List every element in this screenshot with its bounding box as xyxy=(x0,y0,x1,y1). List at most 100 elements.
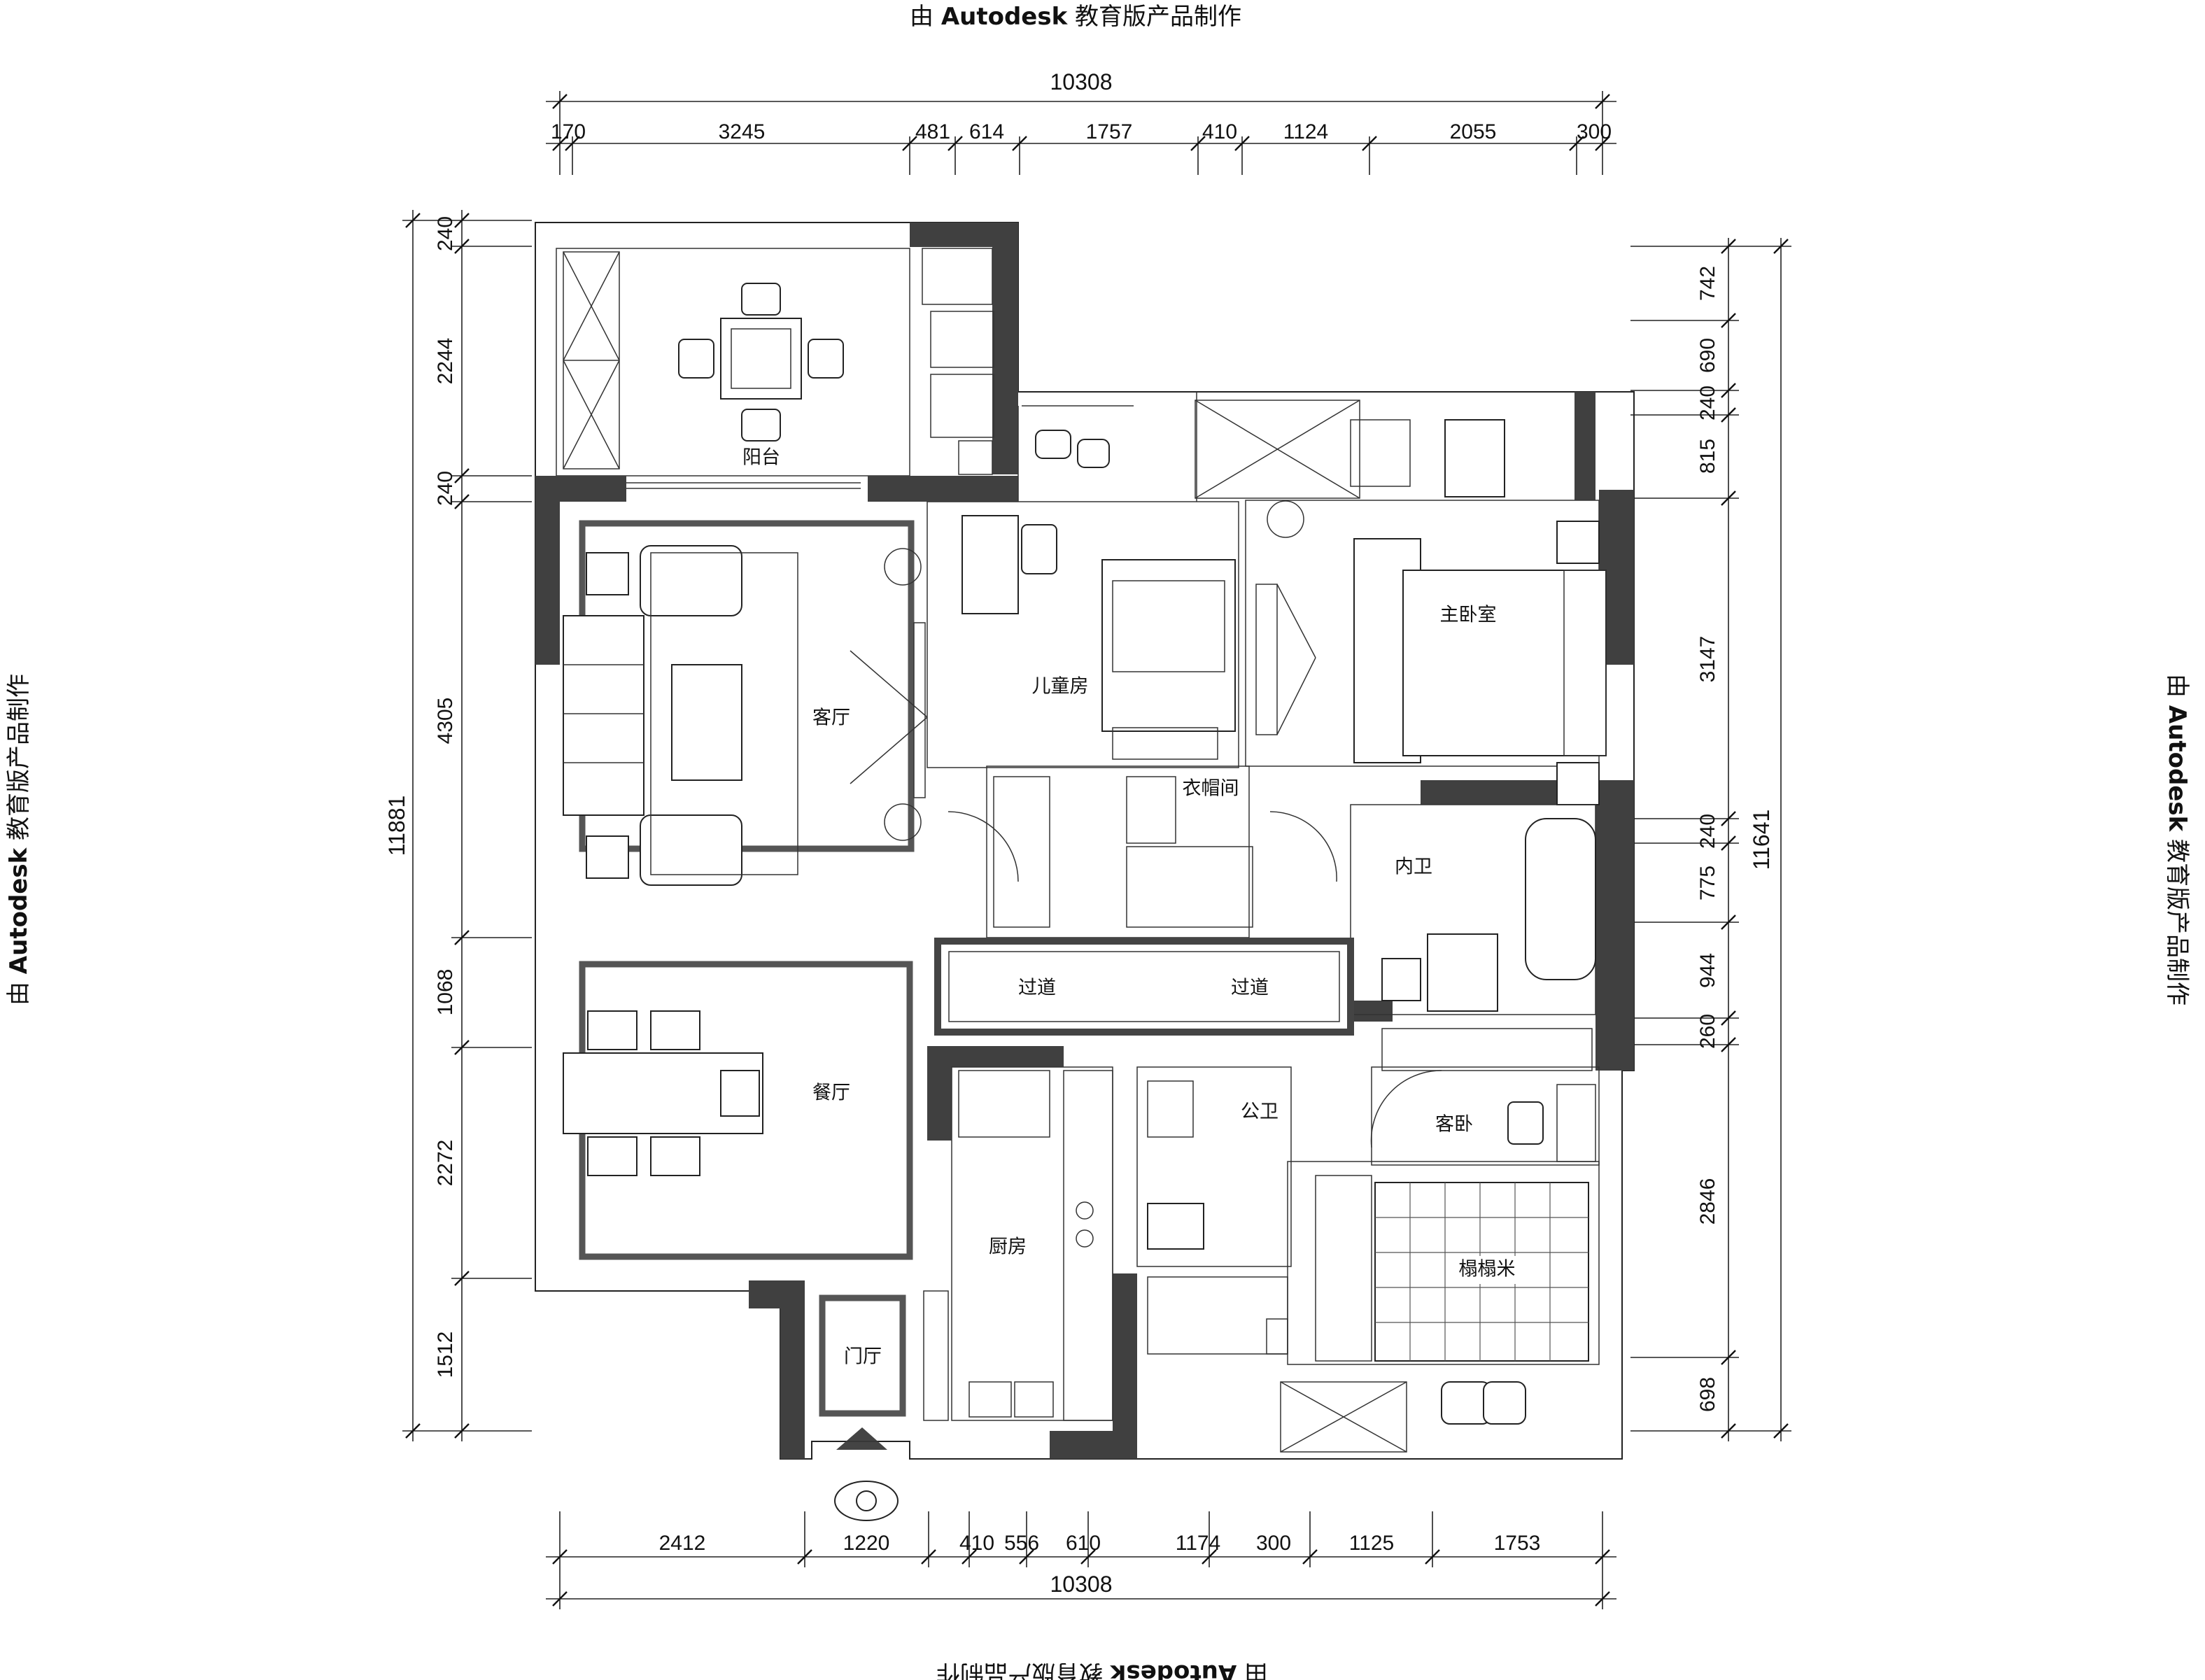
dim-right-seg-10: 698 xyxy=(1696,1377,1719,1412)
room-label-dining-room: 餐厅 xyxy=(812,1082,850,1104)
dim-bottom-seg-7: 1125 xyxy=(1349,1532,1395,1555)
svg-text:由 Autodesk 教育版产品制作: 由 Autodesk 教育版产品制作 xyxy=(5,674,33,1005)
dim-right-seg-8: 260 xyxy=(1696,1014,1719,1049)
dim-bottom-seg-8: 1753 xyxy=(1494,1532,1541,1555)
dim-bottom-seg-1: 1220 xyxy=(843,1532,890,1555)
room-label-balcony: 阳台 xyxy=(742,447,780,469)
dim-right-seg-4: 3147 xyxy=(1696,636,1719,683)
foyer: 门厅 xyxy=(819,1294,906,1521)
dim-left-seg-6: 1512 xyxy=(434,1332,457,1378)
pillow-icon xyxy=(1035,430,1110,468)
dim-right-seg-6: 775 xyxy=(1696,866,1719,901)
dimension-right: 742 690 240 815 3147 240 775 944 260 284… xyxy=(1630,238,1791,1441)
dim-top-seg-1: 3245 xyxy=(719,120,766,143)
watermark-left: 由 Autodesk 教育版产品制作 xyxy=(5,674,33,1005)
dim-bottom-seg-6: 300 xyxy=(1256,1532,1291,1555)
entry-arrow-icon xyxy=(836,1427,887,1450)
watermark-top-prefix: 由 xyxy=(910,3,941,31)
room-label-public-bath: 公卫 xyxy=(1241,1101,1278,1123)
tatami: 榻榻米 xyxy=(1280,1161,1600,1453)
dimension-top: 10308 170 3245 481 614 1757 410 1124 xyxy=(546,69,1616,175)
watermark-bottom-suffix: 教育版产品制作 xyxy=(936,1659,1111,1680)
dim-bottom-seg-2: 410 xyxy=(959,1532,994,1555)
room-label-foyer: 门厅 xyxy=(844,1346,882,1368)
dim-right-seg-2: 240 xyxy=(1696,386,1719,421)
dim-left-seg-4: 1068 xyxy=(434,969,457,1016)
dim-top-seg-4: 1757 xyxy=(1086,120,1133,143)
watermark-right-suffix: 教育版产品制作 xyxy=(2163,831,2191,1005)
dim-left-seg-5: 2272 xyxy=(434,1140,457,1187)
cloakroom: 衣帽间 xyxy=(947,765,1337,938)
dim-bottom-seg-3: 556 xyxy=(1004,1532,1039,1555)
dim-right-seg-7: 944 xyxy=(1696,953,1719,988)
dim-left-seg-0: 240 xyxy=(434,216,457,251)
floor-plan-body: 阳台 xyxy=(535,222,1635,1521)
ensuite-bath: 内卫 xyxy=(1350,804,1596,1071)
living-room: 客厅 xyxy=(563,500,1304,886)
dim-bottom-seg-4: 610 xyxy=(1066,1532,1101,1555)
watermark-top-suffix: 教育版产品制作 xyxy=(1067,3,1241,31)
watermark-left-brand: Autodesk xyxy=(5,847,33,974)
dim-top-total: 10308 xyxy=(1050,69,1113,94)
public-bath: 公卫 xyxy=(1136,1066,1292,1355)
svg-text:由 Autodesk 教育版产品制作: 由 Autodesk 教育版产品制作 xyxy=(2163,674,2191,1005)
dim-right-total: 11641 xyxy=(1749,810,1774,870)
dim-bottom-seg-5: 1174 xyxy=(1176,1532,1221,1555)
master-bedroom: 主卧室 xyxy=(1245,419,1607,805)
room-label-master-bedroom: 主卧室 xyxy=(1440,605,1497,626)
dim-right-seg-0: 742 xyxy=(1696,266,1719,301)
kids-room: 儿童房 xyxy=(927,392,1360,768)
watermark-right: 由 Autodesk 教育版产品制作 xyxy=(2163,674,2191,1005)
kitchen: 厨房 xyxy=(923,1066,1113,1421)
dim-bottom-seg-0: 2412 xyxy=(659,1532,706,1555)
dim-top-seg-2: 481 xyxy=(915,120,950,143)
room-label-tatami: 榻榻米 xyxy=(1459,1259,1516,1280)
person-icon xyxy=(834,1481,899,1521)
dim-top-seg-6: 1124 xyxy=(1283,120,1329,143)
dim-top-seg-8: 300 xyxy=(1577,120,1612,143)
room-label-guest-room: 客卧 xyxy=(1435,1114,1473,1136)
dim-right-seg-1: 690 xyxy=(1696,338,1719,373)
watermark-top-brand: Autodesk xyxy=(941,3,1069,31)
room-label-cloakroom: 衣帽间 xyxy=(1183,778,1239,800)
dimension-left: 240 2244 240 4305 1068 2272 1512 11881 xyxy=(384,210,532,1441)
chair-icon xyxy=(678,283,844,442)
dim-bottom-total: 10308 xyxy=(1050,1572,1113,1597)
watermark-bottom-prefix: 由 xyxy=(1237,1659,1268,1680)
watermark-top: 由 Autodesk 教育版产品制作 xyxy=(910,3,1241,31)
balcony: 阳台 xyxy=(556,223,1018,489)
watermark-bottom-brand: Autodesk xyxy=(1109,1659,1237,1680)
dimension-bottom: 2412 1220 410 556 610 1174 300 1125 1753… xyxy=(546,1511,1616,1609)
watermark-left-prefix: 由 xyxy=(5,974,33,1005)
dim-right-seg-3: 815 xyxy=(1696,439,1719,474)
dim-left-total: 11881 xyxy=(384,796,409,856)
dim-right-seg-9: 2846 xyxy=(1696,1178,1719,1225)
guest-room: 客卧 xyxy=(1370,1066,1600,1166)
dim-right-seg-5: 240 xyxy=(1696,814,1719,849)
dim-top-seg-7: 2055 xyxy=(1450,120,1497,143)
room-label-kids-room: 儿童房 xyxy=(1032,676,1089,698)
dim-left-seg-1: 2244 xyxy=(434,338,457,385)
room-label-ensuite-bath: 内卫 xyxy=(1395,856,1432,878)
room-label-kitchen: 厨房 xyxy=(989,1236,1027,1258)
tree-icon xyxy=(884,500,1304,841)
watermark-bottom: 由 Autodesk 教育版产品制作 xyxy=(936,1659,1268,1680)
watermark-right-prefix: 由 xyxy=(2163,674,2191,705)
dim-top-ticks xyxy=(552,136,1610,175)
corridor: 过道 过道 xyxy=(934,938,1354,1036)
watermark-left-suffix: 教育版产品制作 xyxy=(5,674,33,848)
room-label-living-room: 客厅 xyxy=(812,707,850,729)
dim-top-seg-5: 410 xyxy=(1202,120,1237,143)
dim-left-seg-2: 240 xyxy=(434,471,457,506)
room-label-corridor-1: 过道 xyxy=(1018,977,1056,999)
watermark-right-brand: Autodesk xyxy=(2163,705,2191,833)
dim-left-seg-3: 4305 xyxy=(434,698,457,744)
dim-top-seg-0: 170 xyxy=(551,120,586,143)
svg-text:由 Autodesk 教育版产品制作: 由 Autodesk 教育版产品制作 xyxy=(936,1659,1268,1680)
svg-text:由 Autodesk 教育版产品制作: 由 Autodesk 教育版产品制作 xyxy=(910,3,1241,31)
dining-room: 餐厅 xyxy=(563,961,913,1260)
dim-top-seg-3: 614 xyxy=(969,120,1004,143)
room-label-corridor-2: 过道 xyxy=(1231,977,1269,999)
